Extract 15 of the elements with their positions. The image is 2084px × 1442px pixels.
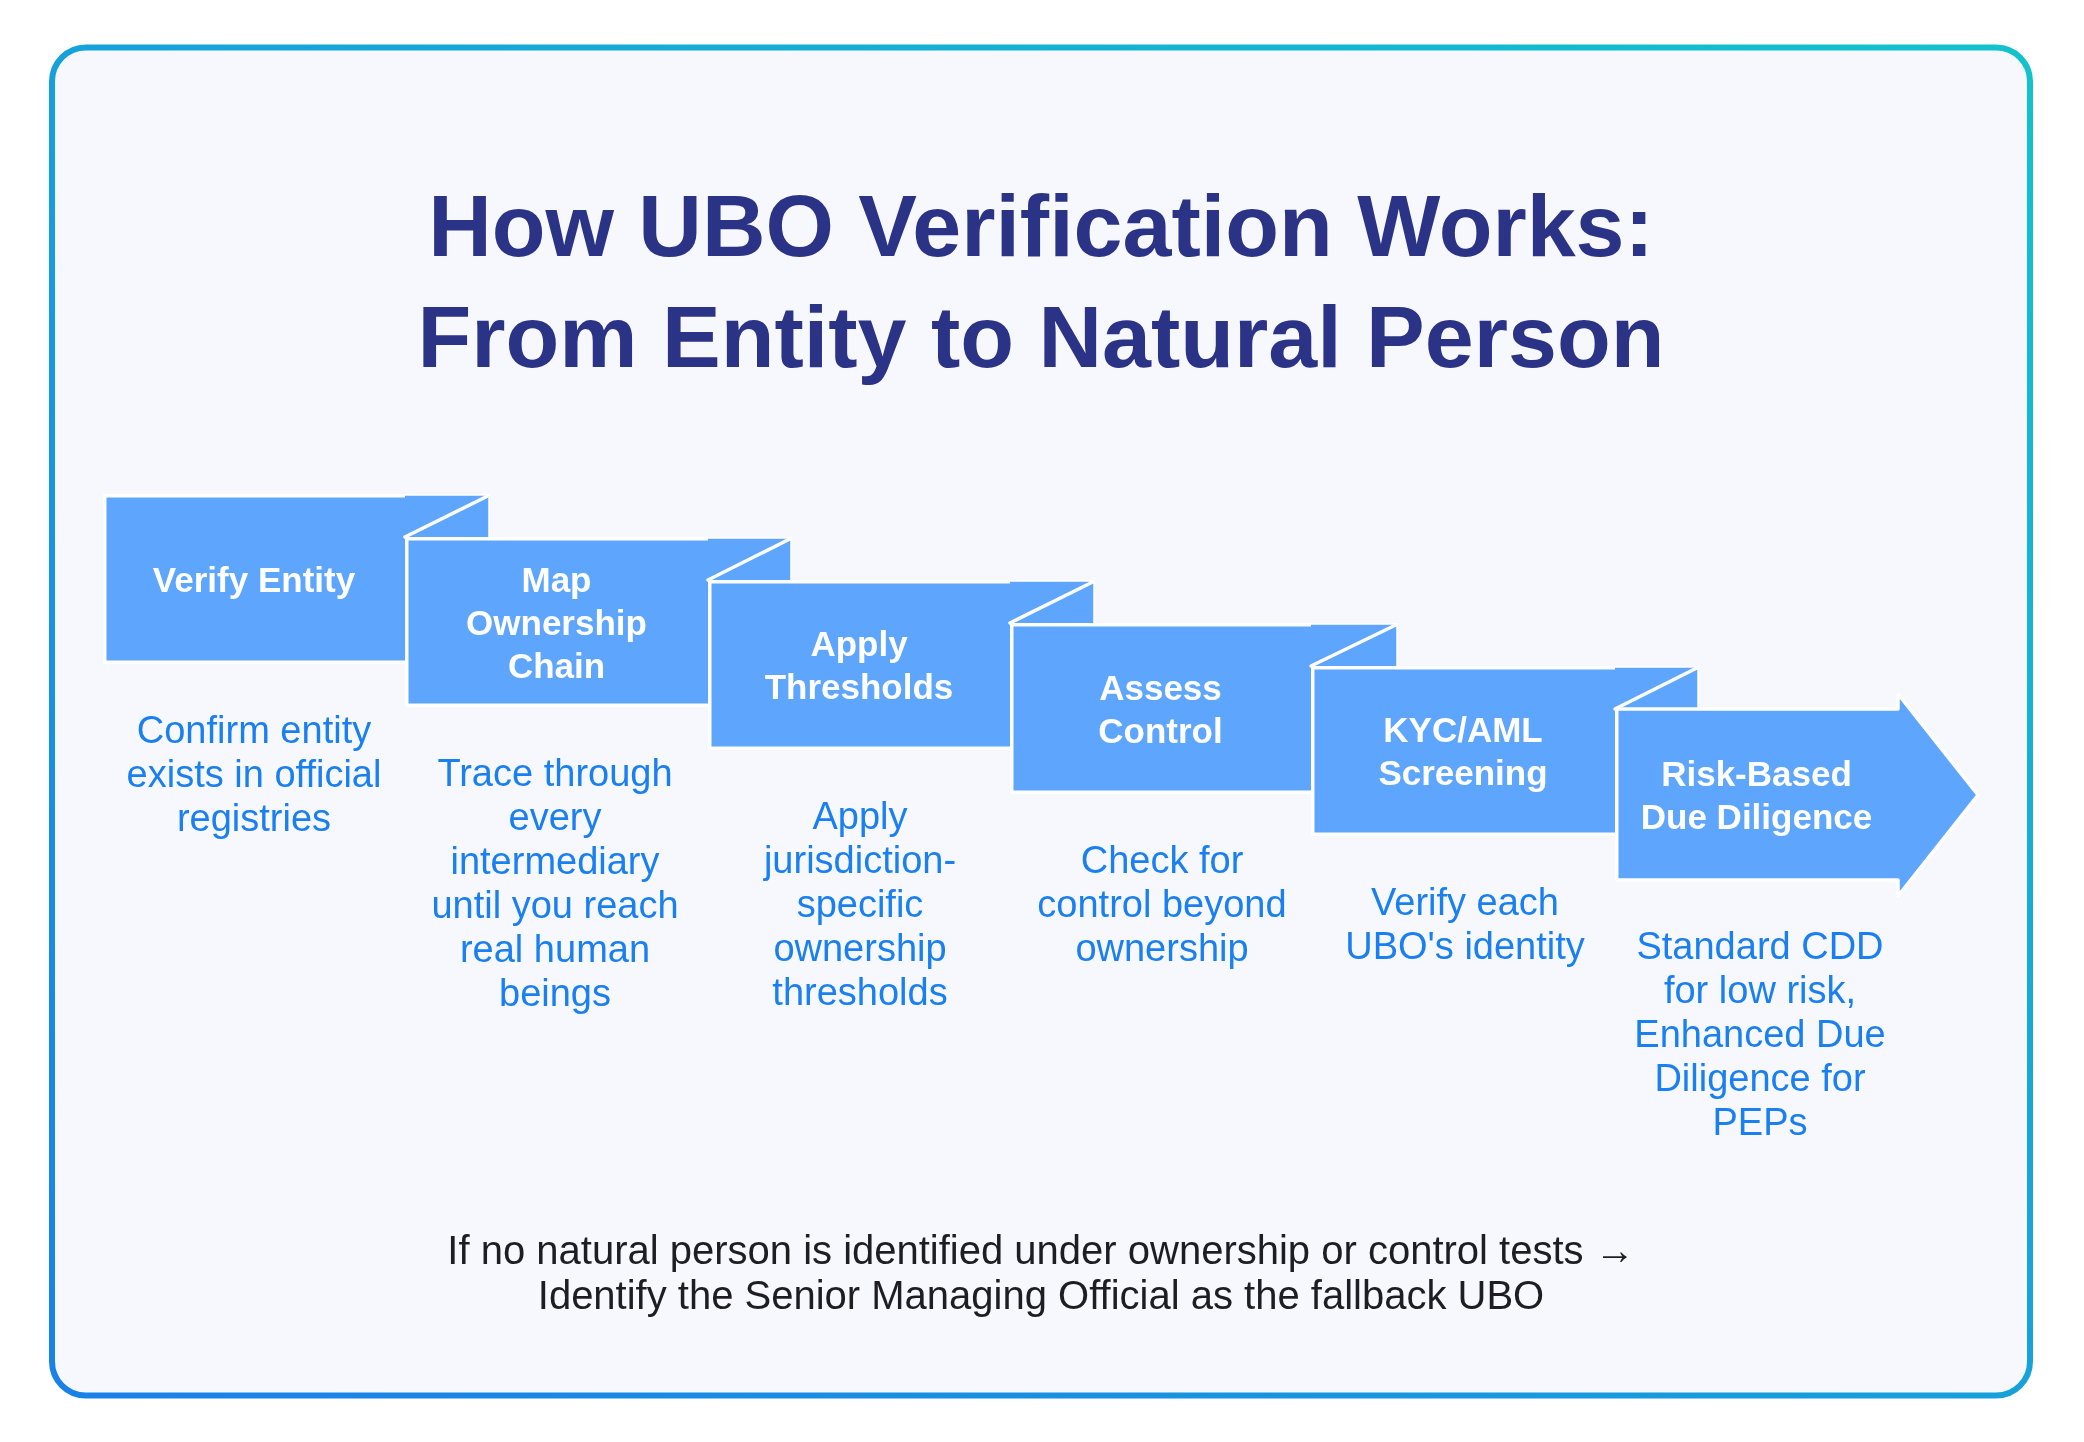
arrow-shape <box>1615 692 1981 898</box>
step-title: Assess Control <box>1097 666 1224 752</box>
footnote-text: If no natural person is identified under ownership or control tests → Identify the Senior Managing Official as the fallback UBO <box>446 1228 1636 1318</box>
step-title: Map Ownership Chain <box>465 558 648 687</box>
diagram-title: How UBO Verification Works: From Entity to Natural Person <box>416 175 1666 388</box>
step-description: Apply jurisdiction-specific ownership thresholds <box>762 794 958 1014</box>
step-title: Apply Thresholds <box>763 623 955 708</box>
step-title: KYC/AML Screening <box>1377 709 1549 794</box>
step-description: Verify each UBO's identity <box>1344 880 1586 968</box>
step-title: Verify Entity <box>151 558 357 601</box>
step-description: Confirm entity exists in official registries <box>125 708 383 840</box>
step-description: Trace through every intermediary until you reach real human beings <box>430 751 680 1015</box>
step-description: Standard CDD for low risk, Enhanced Due Diligence for PEPs <box>1633 924 1887 1144</box>
step-title: Risk-Based Due Diligence <box>1639 752 1874 838</box>
step-description: Check for control beyond ownership <box>1036 838 1288 970</box>
